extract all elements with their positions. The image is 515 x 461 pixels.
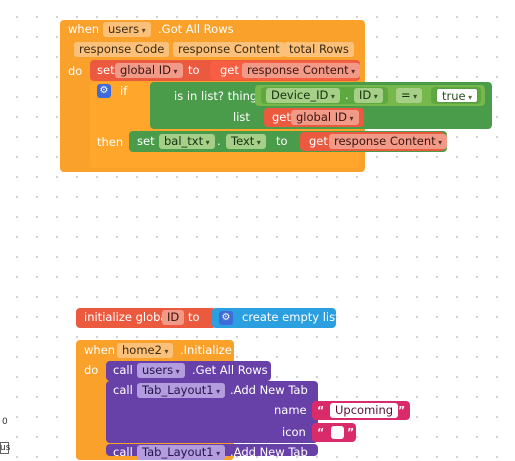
create-empty-list-label: create empty list: [242, 310, 340, 324]
list-get-label: get: [272, 110, 291, 124]
list-gear-icon[interactable]: ⚙: [219, 311, 233, 325]
empty-text-field[interactable]: [331, 426, 344, 439]
is-in-list-label: is in list? thing: [174, 89, 258, 103]
list-label: list: [233, 110, 250, 124]
when-label: when: [68, 22, 100, 36]
param-response-code[interactable]: response Code: [74, 42, 170, 57]
component-dropdown-users[interactable]: users: [103, 22, 151, 37]
then-get-label: get: [309, 134, 328, 148]
home2-component-dropdown[interactable]: home2: [117, 343, 174, 358]
upcoming-text-field[interactable]: Upcoming: [330, 403, 399, 418]
then-label: then: [97, 135, 124, 149]
call1-component-dropdown[interactable]: users: [137, 363, 185, 378]
call1-label: call: [113, 363, 133, 377]
device-id-property-dropdown[interactable]: ID: [354, 88, 383, 103]
left-edge-fragment-text: us: [0, 443, 11, 453]
then-dot-separator: .: [217, 134, 221, 148]
if-label: if: [120, 84, 128, 98]
call1-method-label: .Get All Rows: [192, 363, 268, 377]
to-label: to: [188, 63, 200, 77]
true-value-dropdown[interactable]: true: [436, 88, 479, 103]
home-do-label: do: [84, 363, 99, 377]
call2-label: call: [113, 383, 133, 397]
home-when-label: when: [84, 343, 116, 357]
param-response-content[interactable]: response Content: [173, 42, 285, 57]
set-variable-dropdown[interactable]: global ID: [115, 63, 183, 78]
text-property-dropdown[interactable]: Text: [226, 134, 266, 149]
close-quote: ”: [398, 404, 406, 417]
param-total-rows[interactable]: total Rows: [284, 42, 354, 57]
then-to-label: to: [276, 134, 288, 148]
call2-component-dropdown[interactable]: Tab_Layout1: [137, 383, 226, 398]
call3-method-label: .Add New Tab: [230, 445, 308, 459]
initialize-global-label: initialize global: [84, 310, 171, 324]
bal-txt-component-dropdown[interactable]: bal_txt: [159, 134, 215, 149]
initialize-event-label: .Initialize: [180, 343, 232, 357]
compare-operator-dropdown[interactable]: =: [396, 88, 423, 103]
set-label: set: [97, 63, 115, 77]
name-param-label: name: [274, 403, 307, 417]
call2-method-label: .Add New Tab: [230, 383, 308, 397]
get-variable-dropdown[interactable]: response Content: [242, 63, 361, 78]
icon-open-quote: “: [317, 426, 325, 439]
device-id-component-dropdown[interactable]: Device_ID: [266, 88, 340, 103]
list-variable-dropdown[interactable]: global ID: [291, 110, 359, 125]
icon-param-label: icon: [282, 425, 306, 439]
call3-label: call: [113, 445, 133, 459]
create-empty-list-block[interactable]: [212, 308, 336, 328]
open-quote: “: [317, 404, 325, 417]
global-var-name-field[interactable]: ID: [162, 310, 185, 325]
event-name-label: .Got All Rows: [158, 22, 234, 36]
left-edge-digit: 0: [2, 417, 8, 427]
then-set-label: set: [137, 134, 155, 148]
do-label: do: [68, 64, 83, 78]
get-label: get: [220, 63, 239, 77]
icon-close-quote: ”: [347, 426, 355, 439]
call3-component-dropdown[interactable]: Tab_Layout1: [137, 445, 226, 460]
then-get-variable-dropdown[interactable]: response Content: [329, 134, 448, 149]
dot-separator: .: [345, 88, 349, 102]
init-to-label: to: [188, 310, 200, 324]
gear-icon[interactable]: ⚙: [97, 84, 111, 98]
